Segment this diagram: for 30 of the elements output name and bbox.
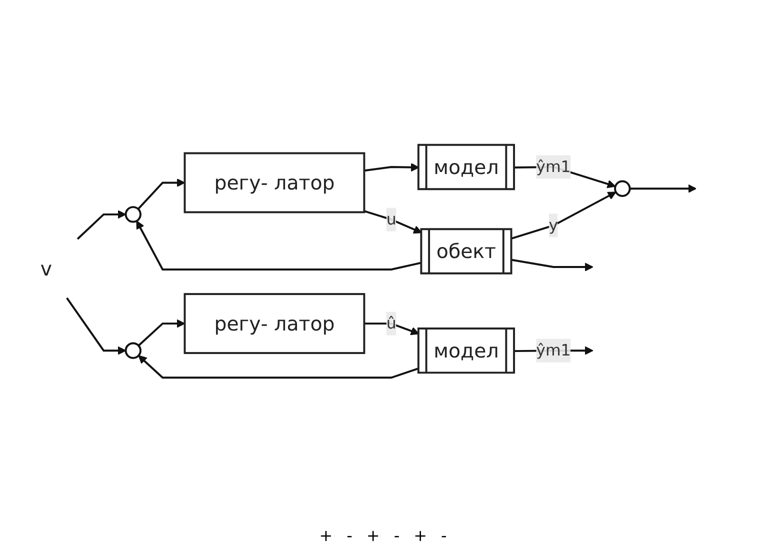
sign-label: +: [319, 526, 333, 545]
arrow: [511, 191, 616, 240]
node-circle: [614, 180, 631, 197]
arrow: [136, 220, 422, 270]
edge-label: û: [386, 313, 396, 332]
sign-label: -: [394, 526, 400, 545]
node-box: [184, 292, 366, 354]
sign-label: -: [441, 526, 447, 545]
sign-label: -: [346, 526, 352, 545]
arrow: [630, 184, 697, 193]
sign-label: +: [414, 526, 427, 545]
edge-label: u: [386, 210, 396, 228]
node-box: [184, 152, 366, 213]
edge-label: y: [548, 215, 558, 234]
edge-label: ŷm1: [536, 340, 571, 360]
arrow: [364, 210, 422, 234]
node-text: v: [40, 256, 52, 280]
arrow: [66, 297, 126, 355]
arrow: [138, 354, 420, 378]
arrow: [364, 322, 420, 335]
arrow: [512, 258, 594, 272]
arrow: [137, 178, 186, 210]
block-diagram: u ŷm1 y û ŷm1 v регу- латор модел обект регу- латор модел: [3, 136, 763, 386]
arrow: [364, 162, 420, 172]
arrow: [76, 210, 126, 240]
arrow: [138, 318, 186, 346]
node-circle: [124, 206, 142, 223]
sign-label: +: [366, 526, 380, 545]
edge-label: ŷm1: [536, 156, 571, 176]
node-circle: [124, 342, 142, 359]
